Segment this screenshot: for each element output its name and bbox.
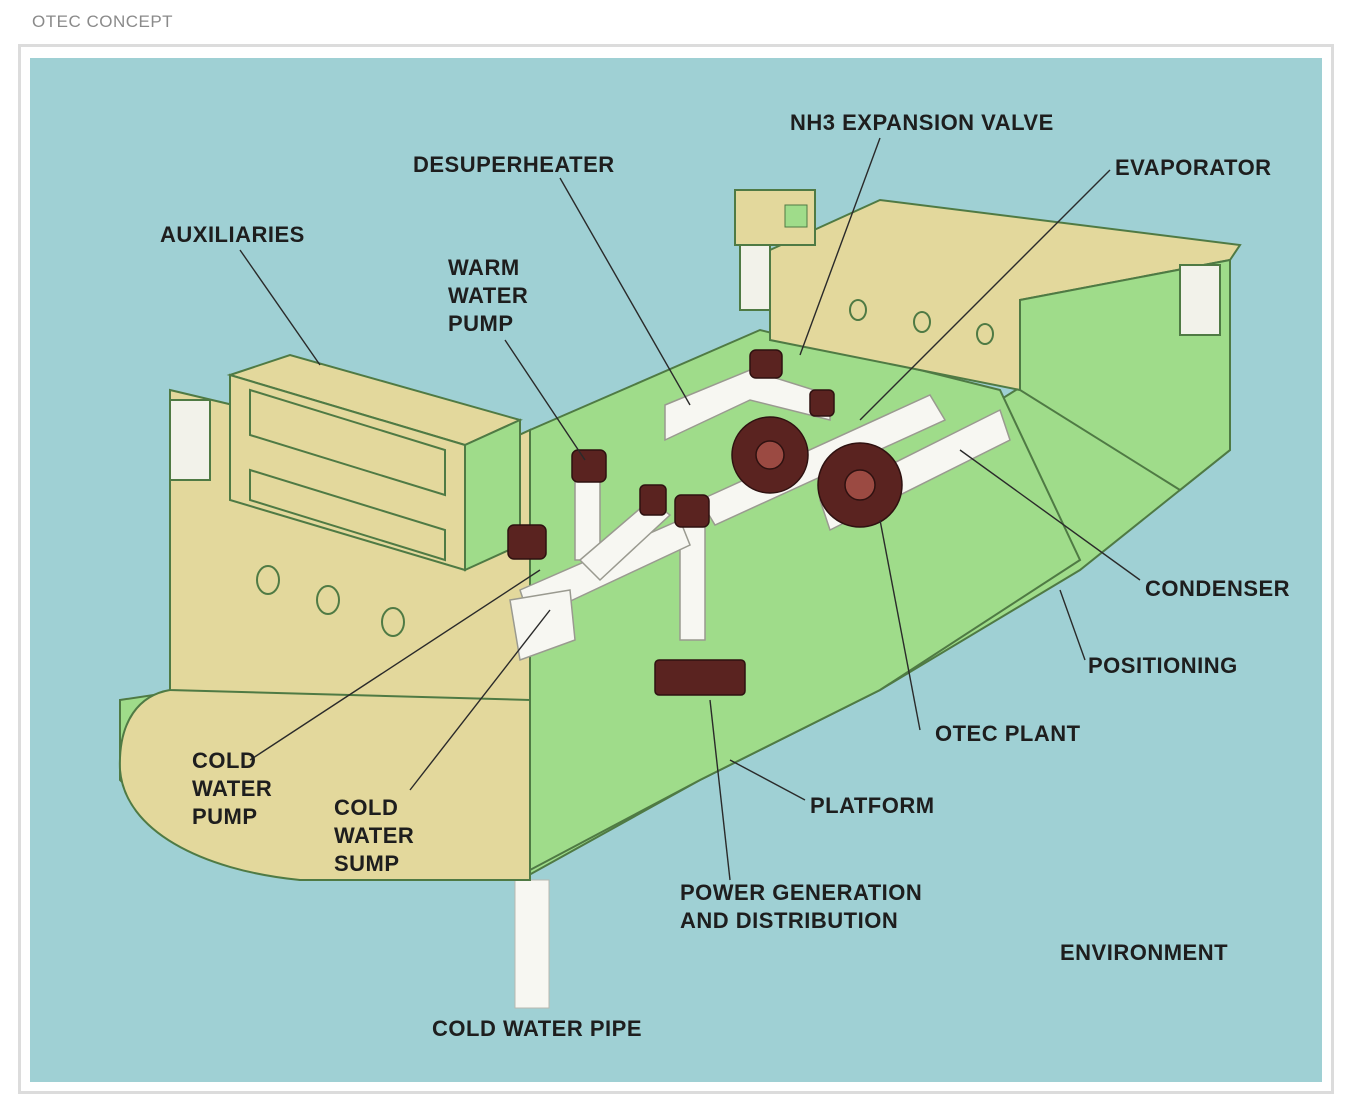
auxiliaries-panels <box>249 388 446 562</box>
label-cold-water-sump-2: WATER <box>334 823 414 848</box>
label-warm-water-pump-3: PUMP <box>448 311 514 336</box>
label-desuperheater: DESUPERHEATER <box>413 152 615 177</box>
label-power-generation-2: AND DISTRIBUTION <box>680 908 898 933</box>
label-auxiliaries: AUXILIARIES <box>160 222 305 247</box>
label-warm-water-pump-2: WATER <box>448 283 528 308</box>
label-warm-water-pump-1: WARM <box>448 255 520 280</box>
label-otec-plant: OTEC PLANT <box>935 721 1081 746</box>
label-cold-water-pump-3: PUMP <box>192 804 258 829</box>
turbines <box>731 416 903 528</box>
label-condenser: CONDENSER <box>1145 576 1290 601</box>
label-cold-water-pipe: COLD WATER PIPE <box>432 1016 642 1041</box>
label-cold-water-pump-1: COLD <box>192 748 256 773</box>
cold-water-pipe-shape <box>514 879 550 1009</box>
pumps <box>507 349 835 696</box>
label-nh3-expansion-valve: NH3 EXPANSION VALVE <box>790 110 1054 135</box>
label-evaporator: EVAPORATOR <box>1115 155 1272 180</box>
label-cold-water-pump-2: WATER <box>192 776 272 801</box>
leader-lines <box>239 137 1141 881</box>
label-cold-water-sump-3: SUMP <box>334 851 400 876</box>
label-power-generation-1: POWER GENERATION <box>680 880 922 905</box>
bow-deck <box>118 658 531 881</box>
figure-caption: OTEC CONCEPT <box>32 12 174 31</box>
label-environment: ENVIRONMENT <box>1060 940 1228 965</box>
deckhouse-window <box>784 204 808 228</box>
portholes <box>256 299 994 637</box>
label-positioning: POSITIONING <box>1088 653 1238 678</box>
railings <box>169 244 1221 481</box>
label-cold-water-sump-1: COLD <box>334 795 398 820</box>
label-platform: PLATFORM <box>810 793 935 818</box>
